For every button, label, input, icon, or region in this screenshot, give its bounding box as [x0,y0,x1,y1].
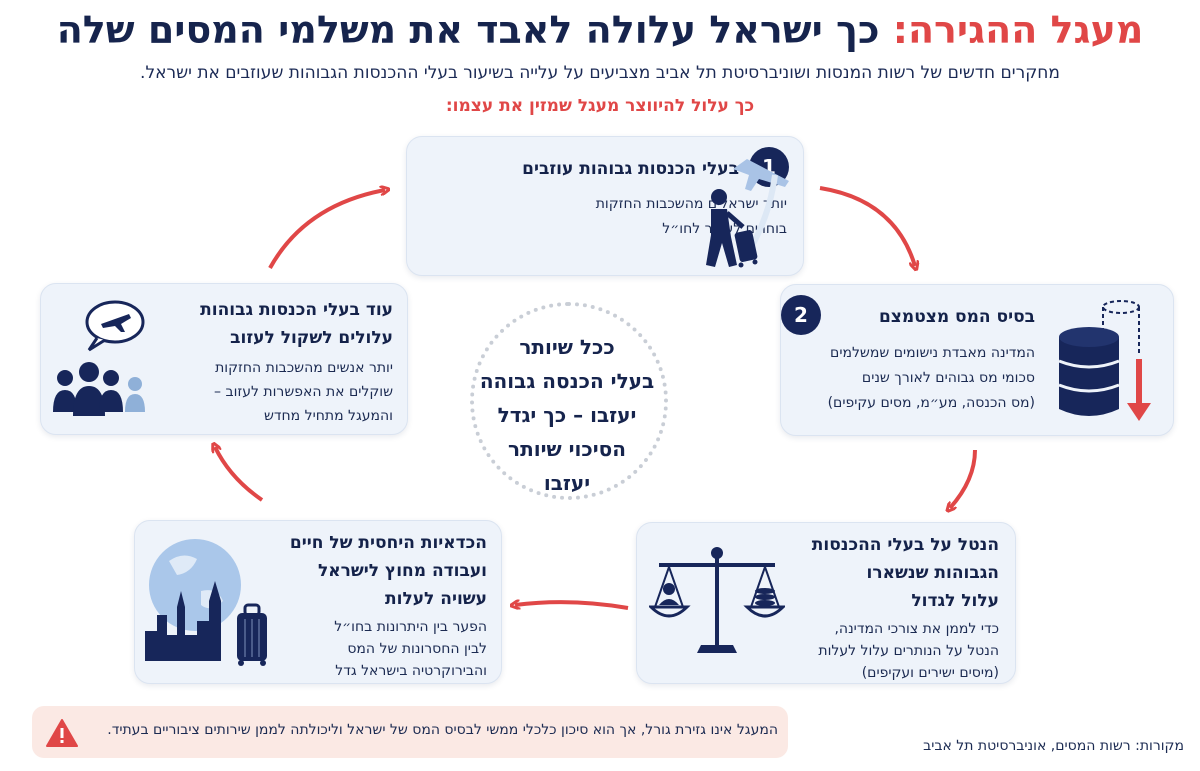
arrow-4-to-5 [215,447,264,502]
step-text-line: (מס הכנסה, מע״מ, מסים עקיפים) [827,395,1035,411]
arrow-5-to-1 [268,190,385,269]
step-title: בסיס המס מצטמצם [878,307,1035,327]
step-text-line: סכומי מס גבוהים לאורך שנים [861,370,1035,386]
title-accent: מעגל ההגירה: [892,8,1144,52]
people-thinking-airplane-icon [53,300,145,416]
center-line: יעזבו – כך יגדל [497,403,637,427]
database-down-icon [1058,300,1151,421]
page-title: מעגל ההגירה: כך ישראל עלולה לאבד את משלמ… [0,4,1200,56]
center-line: בעלי הכנסה גבוהה [479,369,655,393]
step-text-line: הנטל על הנותרים עלול לעלות [818,643,999,659]
warning-icon [46,719,78,747]
traveler-with-airplane-icon [706,159,789,268]
center-line: יעזבו [543,471,591,495]
scales-icon [649,547,785,653]
step-title-line: ועבודה מחוץ לישראל [317,561,487,581]
sources-note: מקורות: רשות המסים, אוניברסיטת תל אביב [923,738,1184,754]
warning-banner [32,706,788,758]
step-text-line: והמעגל מתחיל מחדש [263,408,393,424]
globe-city-suitcase-icon [145,539,267,666]
title-main: כך ישראל עלולה לאבד את משלמי המסים שלה [56,8,880,52]
step-text-line: המדינה מאבדת נישומים שמשלמים [830,345,1035,361]
step-card-1: 1 בעלי הכנסות גבוהות עוזבים יותר ישראלים… [406,136,804,276]
step-card-3: הנטל על בעלי ההכנסות הגבוהות שנשארו עלול… [636,522,1016,684]
center-dotted-ring [470,302,668,500]
step-text-line: כדי לממן את צורכי המדינה, [834,621,999,637]
center-line: ככל שיותר [519,335,615,359]
center-message: ככל שיותר בעלי הכנסה גבוהה יעזבו – כך יג… [470,330,664,500]
step-card-2: 2 בסיס המס מצטמצם המדינה מאבדת נישומים ש… [780,284,1174,436]
step-text-line: הפער בין היתרונות בחו״ל [334,619,487,635]
step-title-line: עוד בעלי הכנסות גבוהות [200,300,393,320]
step-title-line: הגבוהות שנשארו [866,563,999,583]
arrow-1-to-2 [819,186,915,266]
step-text-line: שוקלים את האפשרות לעזוב – [214,384,393,400]
step-text-line: (מיסים ישירים ועקיפים) [861,665,999,681]
arrow-3-to-4 [515,602,629,608]
step-text-line: יותר ישראלים מהשכבות החזקות [595,196,787,212]
step-number-badge: 2 [781,295,821,335]
step-title: בעלי הכנסות גבוהות עוזבים [522,159,739,179]
step-text-line: והבירוקרטיה בישראל גדל [335,663,487,679]
step-text-line: יותר אנשים מהשכבות החזקות [215,360,393,376]
step-card-4: הכדאיות היחסית של חיים ועבודה מחוץ לישרא… [134,520,502,684]
page-subtitle: מחקרים חדשים של רשות המנסות ושוניברסיטת … [140,63,1060,83]
step-title-line: עלול לגדול [911,591,999,611]
step-title-line: עלולים לשקול לעזוב [230,328,393,348]
cycle-tagline: כך עלול להיווצר מעגל שמזין את עצמו: [445,96,755,116]
warning-text: המעגל אינו גזירת גורל, אך הוא סיכון כלכל… [107,722,778,738]
step-title-line: עשויה לעלות [385,589,487,609]
step-text-line: לבין החסרונות של המס [347,641,487,657]
step-title-line: הכדאיות היחסית של חיים [289,533,487,553]
arrow-2-to-3 [950,449,977,508]
step-title-line: הנטל על בעלי ההכנסות [811,535,999,555]
center-line: הסיכוי שיותר [508,437,626,461]
step-card-5: עוד בעלי הכנסות גבוהות עלולים לשקול לעזו… [40,283,408,435]
